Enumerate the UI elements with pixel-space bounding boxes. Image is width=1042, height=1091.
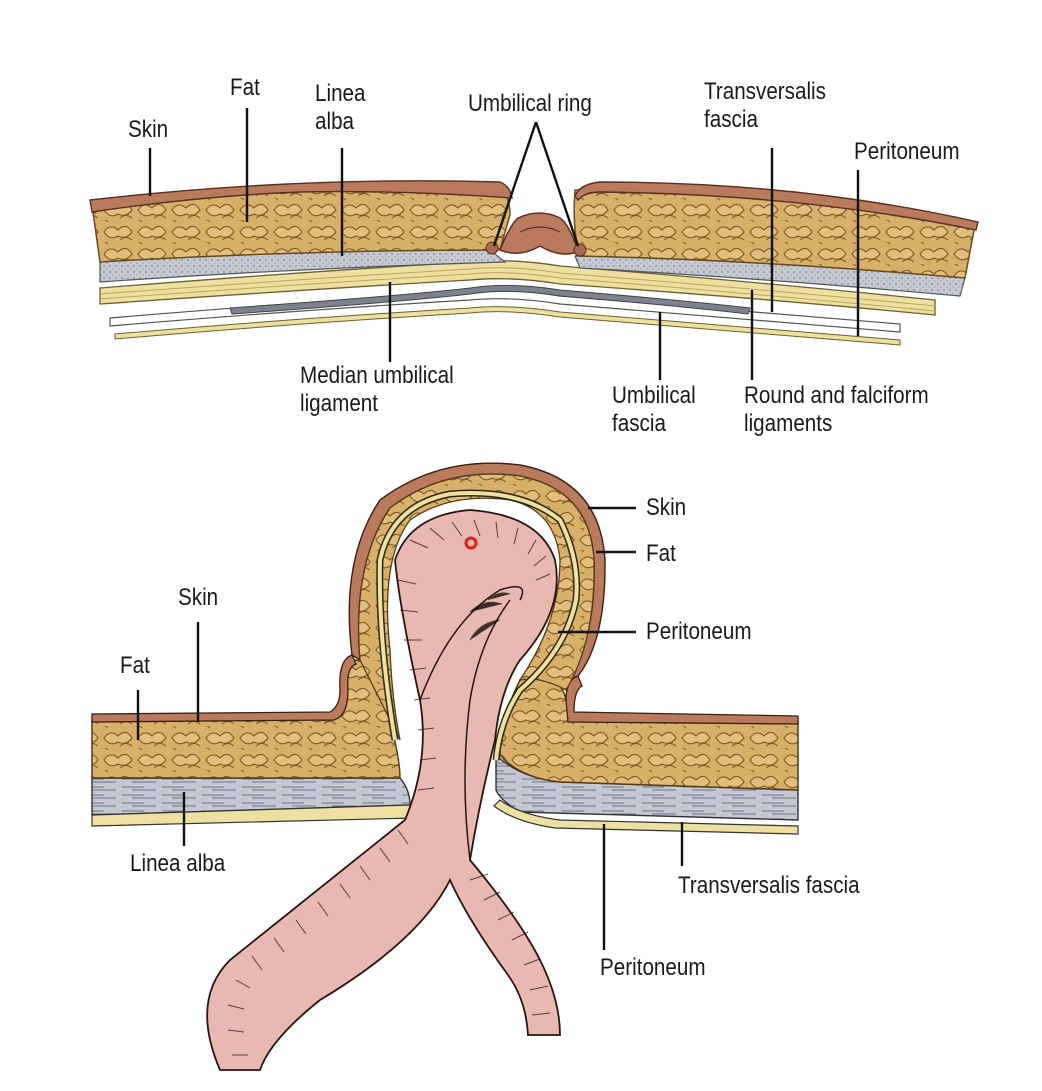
label-linea-alba-top: Linea alba: [315, 80, 366, 135]
bottom-cross-section: [91, 462, 799, 1071]
label-skin-left: Skin: [178, 584, 219, 611]
fascia-right: [493, 799, 799, 835]
top-leader-lines: [148, 108, 860, 380]
red-marker: [464, 536, 478, 550]
label-median-umbilical-ligament: Median umbilical ligament: [300, 362, 454, 417]
intestine-loop: [206, 509, 561, 1071]
label-skin-right: Skin: [646, 494, 687, 521]
label-peritoneum-bottom: Peritoneum: [600, 954, 706, 981]
label-peritoneum-right: Peritoneum: [646, 618, 752, 645]
fat-right: [499, 676, 799, 791]
label-umbilical-ring: Umbilical ring: [468, 90, 592, 117]
label-peritoneum-top: Peritoneum: [854, 138, 960, 165]
label-skin-top: Skin: [128, 116, 169, 143]
umbilical-ring-knot: [499, 212, 579, 255]
label-transversalis-fascia-top: Transversalis fascia: [704, 78, 826, 133]
label-linea-alba-bottom: Linea alba: [130, 850, 226, 877]
skin-right-wall: [565, 675, 799, 725]
label-round-falciform: Round and falciform ligaments: [744, 382, 929, 437]
umbilical-fascia-band: [229, 284, 751, 315]
label-fat-top: Fat: [230, 74, 260, 101]
skin-left: [91, 654, 357, 723]
linea-alba-right: [495, 753, 799, 821]
label-fat-right: Fat: [646, 540, 676, 567]
label-transversalis-fascia-bottom: Transversalis fascia: [678, 872, 860, 899]
bottom-leader-lines: [136, 506, 684, 950]
label-umbilical-fascia: Umbilical fascia: [612, 382, 696, 437]
skin-layer-right: [574, 181, 979, 231]
label-fat-left: Fat: [120, 652, 150, 679]
inner-yellow-band: [114, 306, 901, 346]
intestine-hatching: [227, 519, 551, 1056]
skin-layer-left: [89, 180, 513, 213]
top-cross-section: [89, 108, 979, 380]
